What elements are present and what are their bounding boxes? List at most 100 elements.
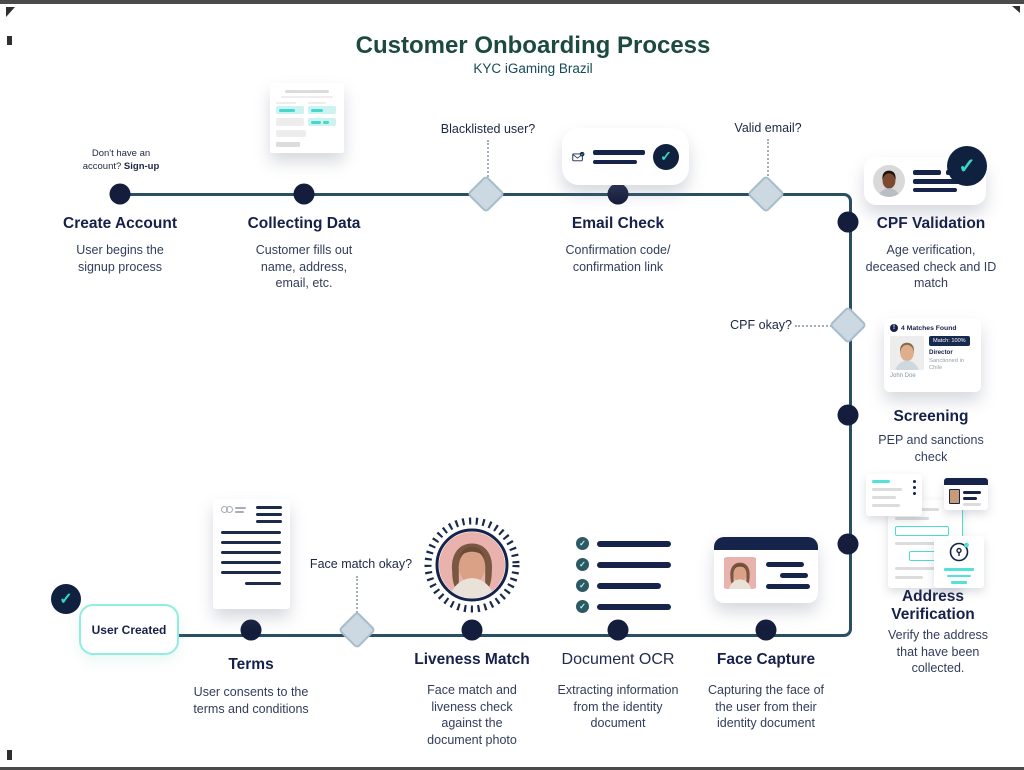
step-description: Confirmation code/ confirmation link [565,243,671,274]
check-icon: ✓ [59,591,73,608]
document-ocr-illustration: ✓ ✓ ✓ ✓ [576,537,672,621]
node-liveness-match [461,619,483,641]
step-face-capture: Face Capture Capturing the face of the u… [691,651,841,732]
address-card [866,474,922,516]
step-title: Face Capture [716,651,816,668]
node-email-check [607,183,629,205]
signup-note: Don't have an account? Sign-up [83,148,160,174]
node-create-account [109,183,131,205]
step-title: Liveness Match [414,651,530,668]
screen-edge-artifact-top [0,0,1024,4]
check-icon: ✓ [576,558,589,571]
step-description: Customer fills out name, address, email,… [255,243,353,290]
id-card-header [714,537,818,550]
terms-document-illustration [213,499,290,609]
screening-card-illustration: ! 4 Matches Found John Doe Match: 100% D… [884,318,981,392]
terms-header-lines [256,506,282,523]
step-title: Screening [893,408,969,425]
step-email-check: Email Check Confirmation code/ confirmat… [528,215,708,275]
address-id-card [944,478,988,510]
page-title: Customer Onboarding Process [355,32,711,59]
page-subtitle: KYC iGaming Brazil [473,61,593,76]
step-description: Capturing the face of the user from thei… [707,683,825,730]
user-created-check-badge: ✓ [51,584,81,614]
match-sanction-line1: Sanctioned in [929,357,965,364]
dotted-connector [356,576,358,616]
match-name: John Doe [890,373,916,379]
node-cpf-validation [837,211,859,233]
step-collecting-data: Collecting Data Customer fills out name,… [224,215,384,292]
node-address-verification [837,533,859,555]
dotted-connector [795,325,835,327]
match-sanction-line2: Chile [929,365,943,371]
cpf-avatar [873,165,905,197]
step-create-account: Create Account User begins the signup pr… [45,215,195,275]
user-created-badge: User Created [79,604,179,655]
document-logo [221,506,246,513]
corner-artifact [7,36,12,45]
signup-note-line1: Don't have an [91,148,151,159]
liveness-photo-illustration [422,515,522,615]
step-cpf-validation: CPF Validation Age verification, decease… [856,215,1006,292]
decision-label-blacklisted: Blacklisted user? [440,122,536,136]
matches-found-text: 4 Matches Found [901,324,957,332]
email-text-bars [593,149,645,164]
signup-link: Sign-up [123,160,160,172]
step-address-verification: Address Verification Verify the address … [878,588,988,677]
node-face-capture [755,619,777,641]
check-icon: ✓ [958,154,976,178]
check-icon: ✓ [660,148,672,164]
step-description: Age verification, deceased check and ID … [865,243,997,290]
address-lock-card [934,536,984,588]
corner-artifact [7,750,12,760]
decision-label-valid-email: Valid email? [734,121,802,135]
collecting-data-form-illustration [270,83,344,153]
step-description: PEP and sanctions check [878,433,984,464]
step-title: Terms [228,656,274,673]
step-title: Create Account [63,215,177,232]
email-check-illustration: ✓ [562,128,689,185]
node-collecting-data [293,183,315,205]
dotted-connector [487,140,489,180]
match-score-badge: Match: 100% [929,336,970,346]
check-icon: ✓ [576,579,589,592]
step-description: User consents to the terms and condition… [193,685,309,716]
address-verification-illustration [866,474,990,594]
step-description: Extracting information from the identity… [557,683,679,730]
step-document-ocr: Document OCR Extracting information from… [538,651,698,732]
match-role: Director [929,349,953,356]
step-description: Face match and liveness check against th… [427,683,517,747]
node-document-ocr [607,619,629,641]
corner-artifact [6,7,15,17]
dotted-connector [767,139,769,180]
step-description: User begins the signup process [76,243,164,274]
screening-avatar [890,336,924,370]
id-card-photo [723,557,757,589]
screening-card-header: ! 4 Matches Found [890,324,975,332]
user-created-label: User Created [91,622,167,637]
cpf-check-badge: ✓ [947,146,987,186]
step-title: CPF Validation [876,215,986,232]
face-capture-illustration [714,537,818,603]
check-badge: ✓ [653,143,679,170]
signup-note-line2: account? [82,160,122,172]
envelope-icon [572,151,585,161]
step-title: Document OCR [561,651,675,668]
check-icon: ✓ [576,537,589,550]
step-title: Collecting Data [247,215,361,232]
decision-label-cpf-okay: CPF okay? [730,318,792,332]
alert-icon: ! [890,324,898,332]
node-terms [240,619,262,641]
screen-edge-artifact-bottom [0,767,1024,770]
lock-icon [949,542,969,562]
step-title: Address Verification [891,588,975,623]
decision-label-face-match: Face match okay? [309,557,413,571]
step-title: Email Check [571,215,665,232]
check-icon: ✓ [576,600,589,613]
corner-artifact [1012,6,1020,13]
step-description: Verify the address that have been collec… [887,628,989,675]
flow-line-stub [120,193,177,196]
step-liveness-match: Liveness Match Face match and liveness c… [397,651,547,748]
step-screening: Screening PEP and sanctions check [856,408,1006,465]
step-terms: Terms User consents to the terms and con… [171,656,331,717]
